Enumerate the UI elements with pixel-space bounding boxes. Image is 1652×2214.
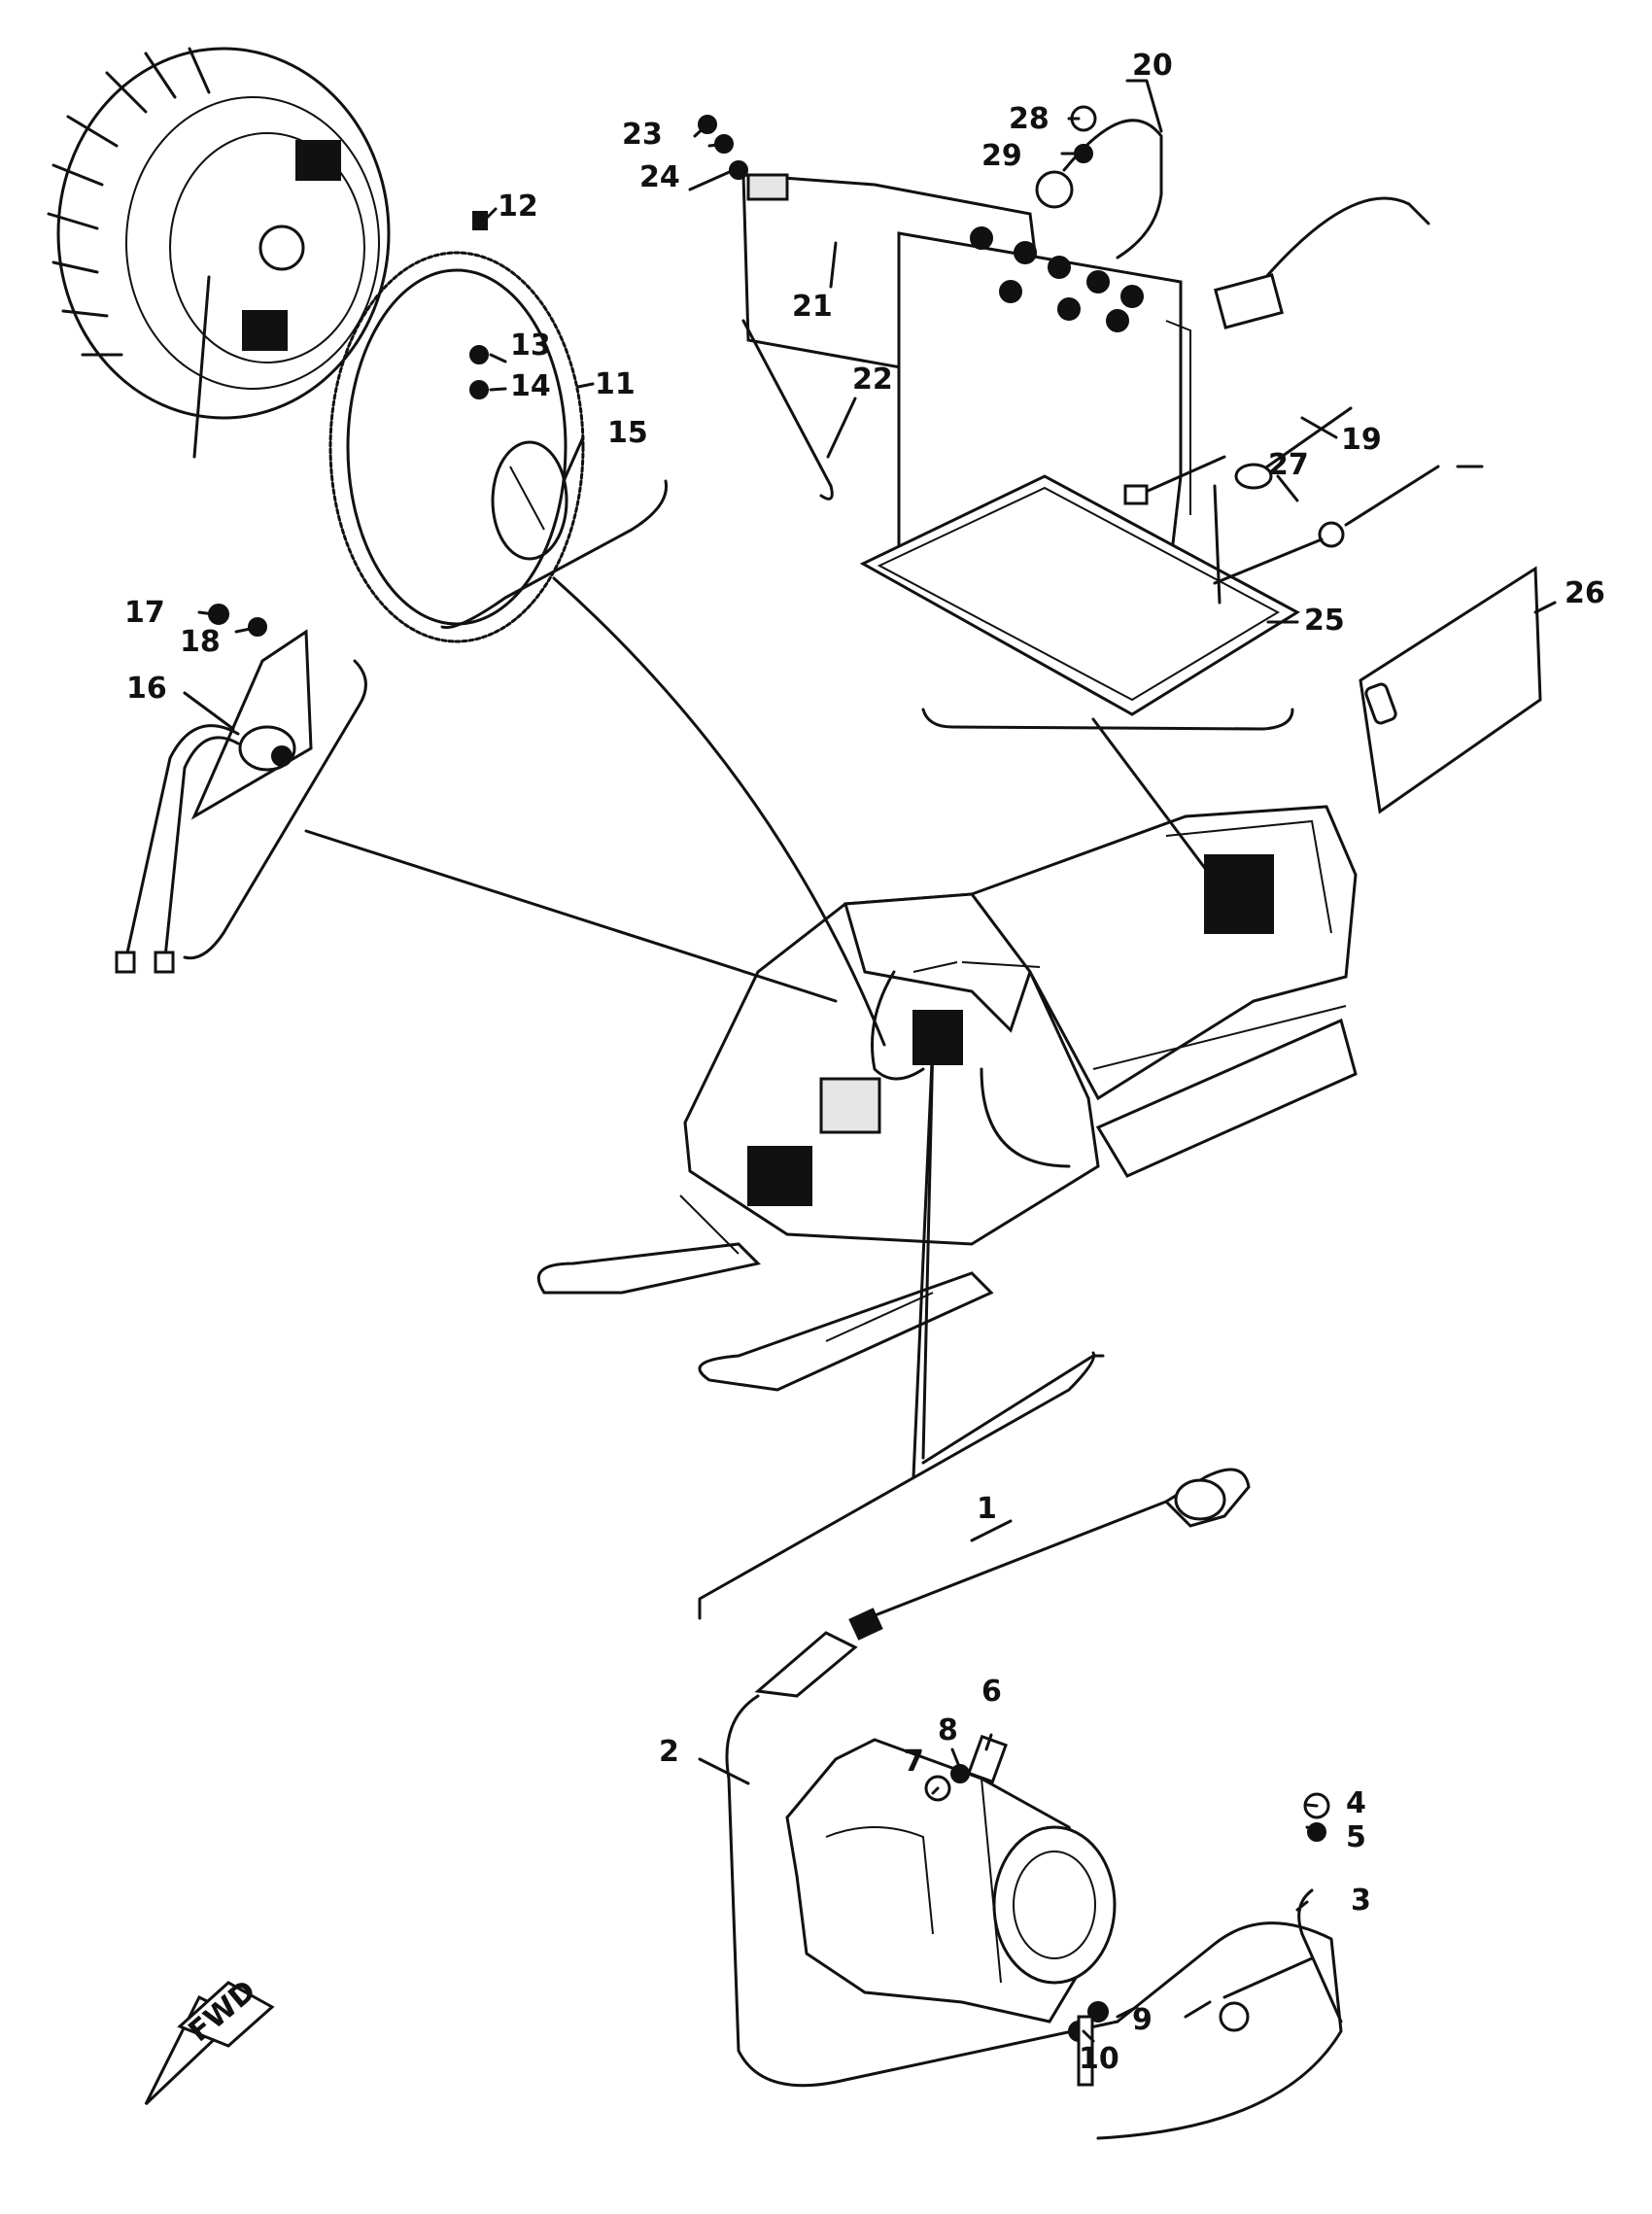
part-label-13: 13 xyxy=(510,329,551,363)
part-label-23: 23 xyxy=(622,118,663,152)
snowmobile-body xyxy=(683,805,1358,1246)
part-label-11: 11 xyxy=(595,367,636,401)
battery-group-bracket xyxy=(921,708,1294,731)
part-label-17: 17 xyxy=(124,596,165,630)
skis xyxy=(536,1194,994,1392)
part-label-5: 5 xyxy=(1346,1820,1366,1854)
forward-direction-arrow: FWD xyxy=(144,1974,275,2106)
part-label-16: 16 xyxy=(126,672,167,706)
starter-bracket-tick xyxy=(921,1354,1105,1465)
switch-group-bracket xyxy=(183,659,367,960)
part-label-28: 28 xyxy=(1009,102,1050,136)
part-label-8: 8 xyxy=(938,1713,958,1747)
part-number-labels: 1 2 3 4 5 6 7 8 9 10 11 12 13 14 15 16 1… xyxy=(124,49,1605,2076)
battery-assembly xyxy=(741,119,1484,716)
fasteners-12-14 xyxy=(469,211,489,399)
part-label-3: 3 xyxy=(1351,1884,1371,1918)
ring-gear-group-bracket xyxy=(440,479,669,630)
part-label-6: 6 xyxy=(981,1675,1002,1709)
part-label-22: 22 xyxy=(852,363,893,397)
part-label-10: 10 xyxy=(1079,2042,1119,2076)
part-label-4: 4 xyxy=(1346,1786,1366,1820)
part-label-9: 9 xyxy=(1132,2003,1153,2037)
part-label-2: 2 xyxy=(659,1735,679,1769)
part-label-24: 24 xyxy=(639,160,680,194)
part-label-29: 29 xyxy=(981,139,1022,173)
part-label-27: 27 xyxy=(1268,448,1309,482)
flywheel-magneto xyxy=(47,47,391,459)
switch-assembly xyxy=(115,604,313,974)
starter-motor-assembly xyxy=(725,1468,1343,2140)
part-label-1: 1 xyxy=(977,1492,997,1526)
leader-lines xyxy=(304,576,1212,1479)
fasteners-top xyxy=(698,105,1097,180)
part-label-25: 25 xyxy=(1304,604,1345,638)
part-label-19: 19 xyxy=(1341,423,1382,457)
part-label-26: 26 xyxy=(1565,576,1605,610)
part-label-20: 20 xyxy=(1132,49,1173,83)
part-label-12: 12 xyxy=(498,190,538,224)
part-label-18: 18 xyxy=(180,625,221,659)
callout-leaders xyxy=(183,79,1557,2043)
part-label-15: 15 xyxy=(607,416,648,450)
part-label-7: 7 xyxy=(904,1745,924,1779)
part-label-14: 14 xyxy=(510,369,551,403)
ring-gear xyxy=(328,251,585,643)
part-label-21: 21 xyxy=(792,290,833,324)
battery-cover xyxy=(1359,566,1542,814)
